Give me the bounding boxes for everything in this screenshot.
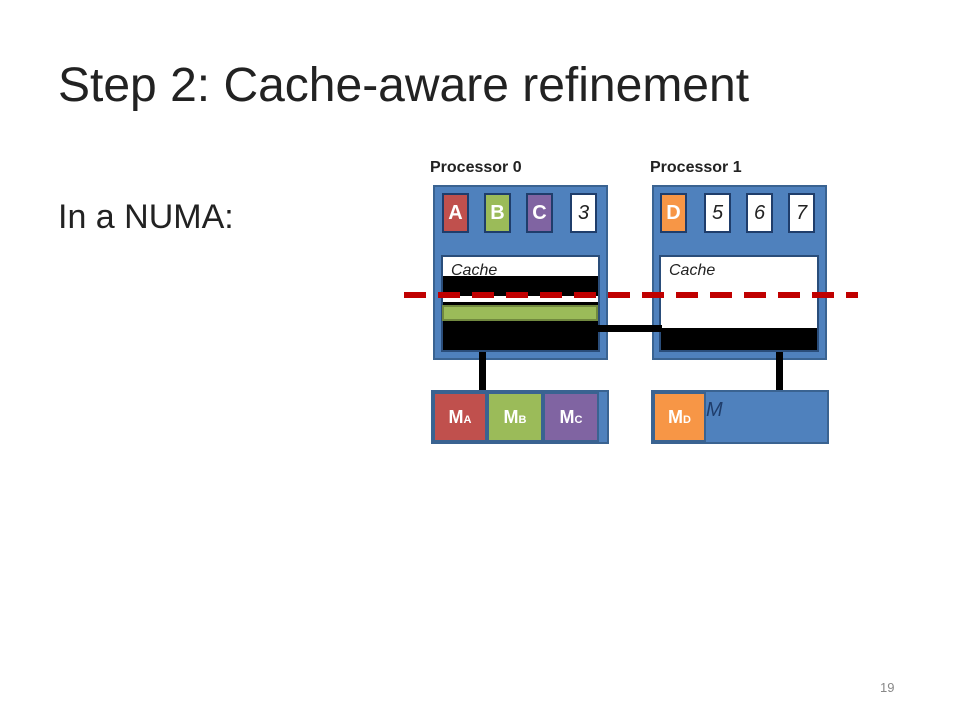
processor-0-core-c: C: [526, 193, 553, 233]
page-number: 19: [880, 680, 895, 695]
processor-0-cache-label: Cache: [451, 262, 498, 279]
processor-1-core-7: 7: [788, 193, 815, 233]
processor-1-cache-line: [661, 328, 817, 350]
slide-title: Step 2: Cache-aware refinement: [58, 59, 750, 112]
memory-1-label: M: [706, 399, 723, 421]
processor-0-cache-line-green: [442, 305, 598, 321]
processor-1-core-d: D: [660, 193, 687, 233]
processor-1-memory-bus: [776, 352, 783, 392]
processor-0-core-b: B: [484, 193, 511, 233]
processor-1-core-6: 6: [746, 193, 773, 233]
processor-1-label: Processor 1: [650, 159, 742, 176]
processor-0-memory-bus: [479, 352, 486, 392]
processor-0-label: Processor 0: [430, 159, 522, 176]
processor-0-cache-line-1: [443, 276, 598, 296]
processor-1-core-5: 5: [704, 193, 731, 233]
processor-0-core-a: A: [442, 193, 469, 233]
numa-subtitle: In a NUMA:: [58, 198, 234, 236]
processor-1-cache-label: Cache: [669, 262, 716, 279]
processor-0-core-3: 3: [570, 193, 597, 233]
interconnect-wire: [598, 325, 662, 332]
